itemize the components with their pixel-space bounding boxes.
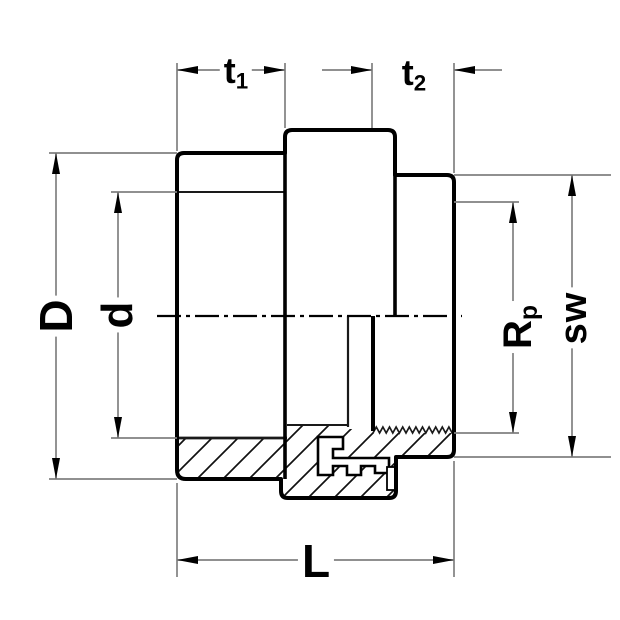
arrow-Rp-top	[509, 202, 517, 223]
dimension-arrows	[52, 66, 576, 564]
hatch-left-socket-wall	[177, 438, 287, 479]
dim-label-Rp: Rp	[496, 300, 543, 354]
fitting-body-outline	[175, 128, 456, 500]
arrow-L-left	[177, 556, 198, 564]
arrow-SW-top	[568, 175, 576, 196]
dim-label-t1: t1	[219, 52, 253, 92]
arrow-D-bottom	[52, 458, 60, 479]
thread-zigzag	[372, 425, 453, 435]
dim-label-t2: t2	[397, 54, 431, 94]
arrow-SW-bottom	[568, 436, 576, 457]
arrow-Rp-bottom	[509, 412, 517, 433]
arrow-L-right	[433, 556, 454, 564]
arrow-d-top	[114, 192, 122, 213]
arrow-t1-right	[264, 66, 285, 74]
dim-label-L: L	[297, 537, 335, 585]
dim-label-D: D	[30, 295, 82, 337]
arrow-D-top	[52, 153, 60, 174]
arrow-t2-right	[454, 66, 475, 74]
hatch-threaded-wall	[373, 433, 452, 457]
section-hatching	[177, 425, 452, 497]
arrow-d-bottom	[114, 417, 122, 438]
insert-comb-shape	[316, 435, 391, 477]
bore-lines	[177, 191, 350, 440]
dim-label-d: d	[93, 297, 142, 333]
arrow-t1-left	[177, 66, 198, 74]
arrow-t2-left	[351, 66, 372, 74]
dim-label-SW: sw	[553, 287, 595, 349]
